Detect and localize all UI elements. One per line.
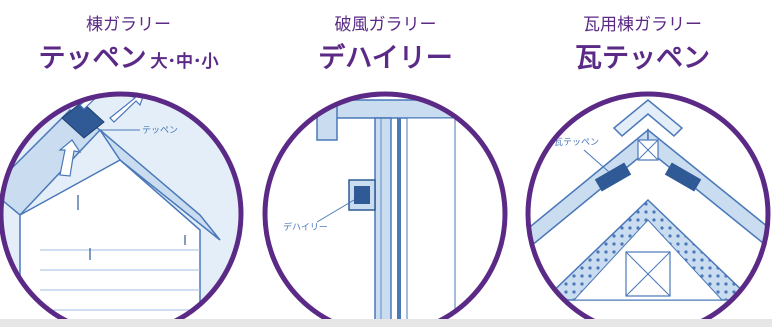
callout-label: テッペン: [142, 125, 178, 136]
panel-kawara-teppen: 瓦用棟ガラリー 瓦テッペン: [514, 0, 771, 327]
callout-label: 瓦テッペン: [554, 137, 599, 148]
panel-title: デハイリー: [257, 36, 514, 75]
detail-circle: [262, 91, 508, 327]
panel-teppen: 棟ガラリー テッペン大･中･小: [0, 0, 257, 327]
callout-label: デハイリー: [283, 221, 328, 233]
panel-subtitle: 瓦用棟ガラリー: [583, 15, 702, 35]
panel-subtitle: 棟ガラリー: [86, 15, 171, 35]
product-name: 瓦テッペン: [575, 43, 710, 74]
gable-vent-illustration: デハイリー: [262, 91, 508, 327]
bottom-divider: [0, 319, 772, 327]
product-name: デハイリー: [318, 43, 453, 74]
panel-title: テッペン大･中･小: [0, 36, 257, 75]
detail-circle: [0, 91, 244, 327]
panel-subtitle: 破風ガラリー: [334, 15, 437, 35]
detail-circle: [525, 91, 771, 327]
panel-title: 瓦テッペン: [514, 36, 771, 75]
tile-ridge-vent-illustration: 瓦テッペン: [525, 91, 771, 327]
panel-dehairy: 破風ガラリー デハイリー デハイリー: [257, 0, 514, 327]
size-note: 大･中･小: [150, 52, 219, 72]
ridge-vent-illustration: テッペン: [0, 91, 244, 327]
product-name: テッペン: [38, 43, 147, 74]
